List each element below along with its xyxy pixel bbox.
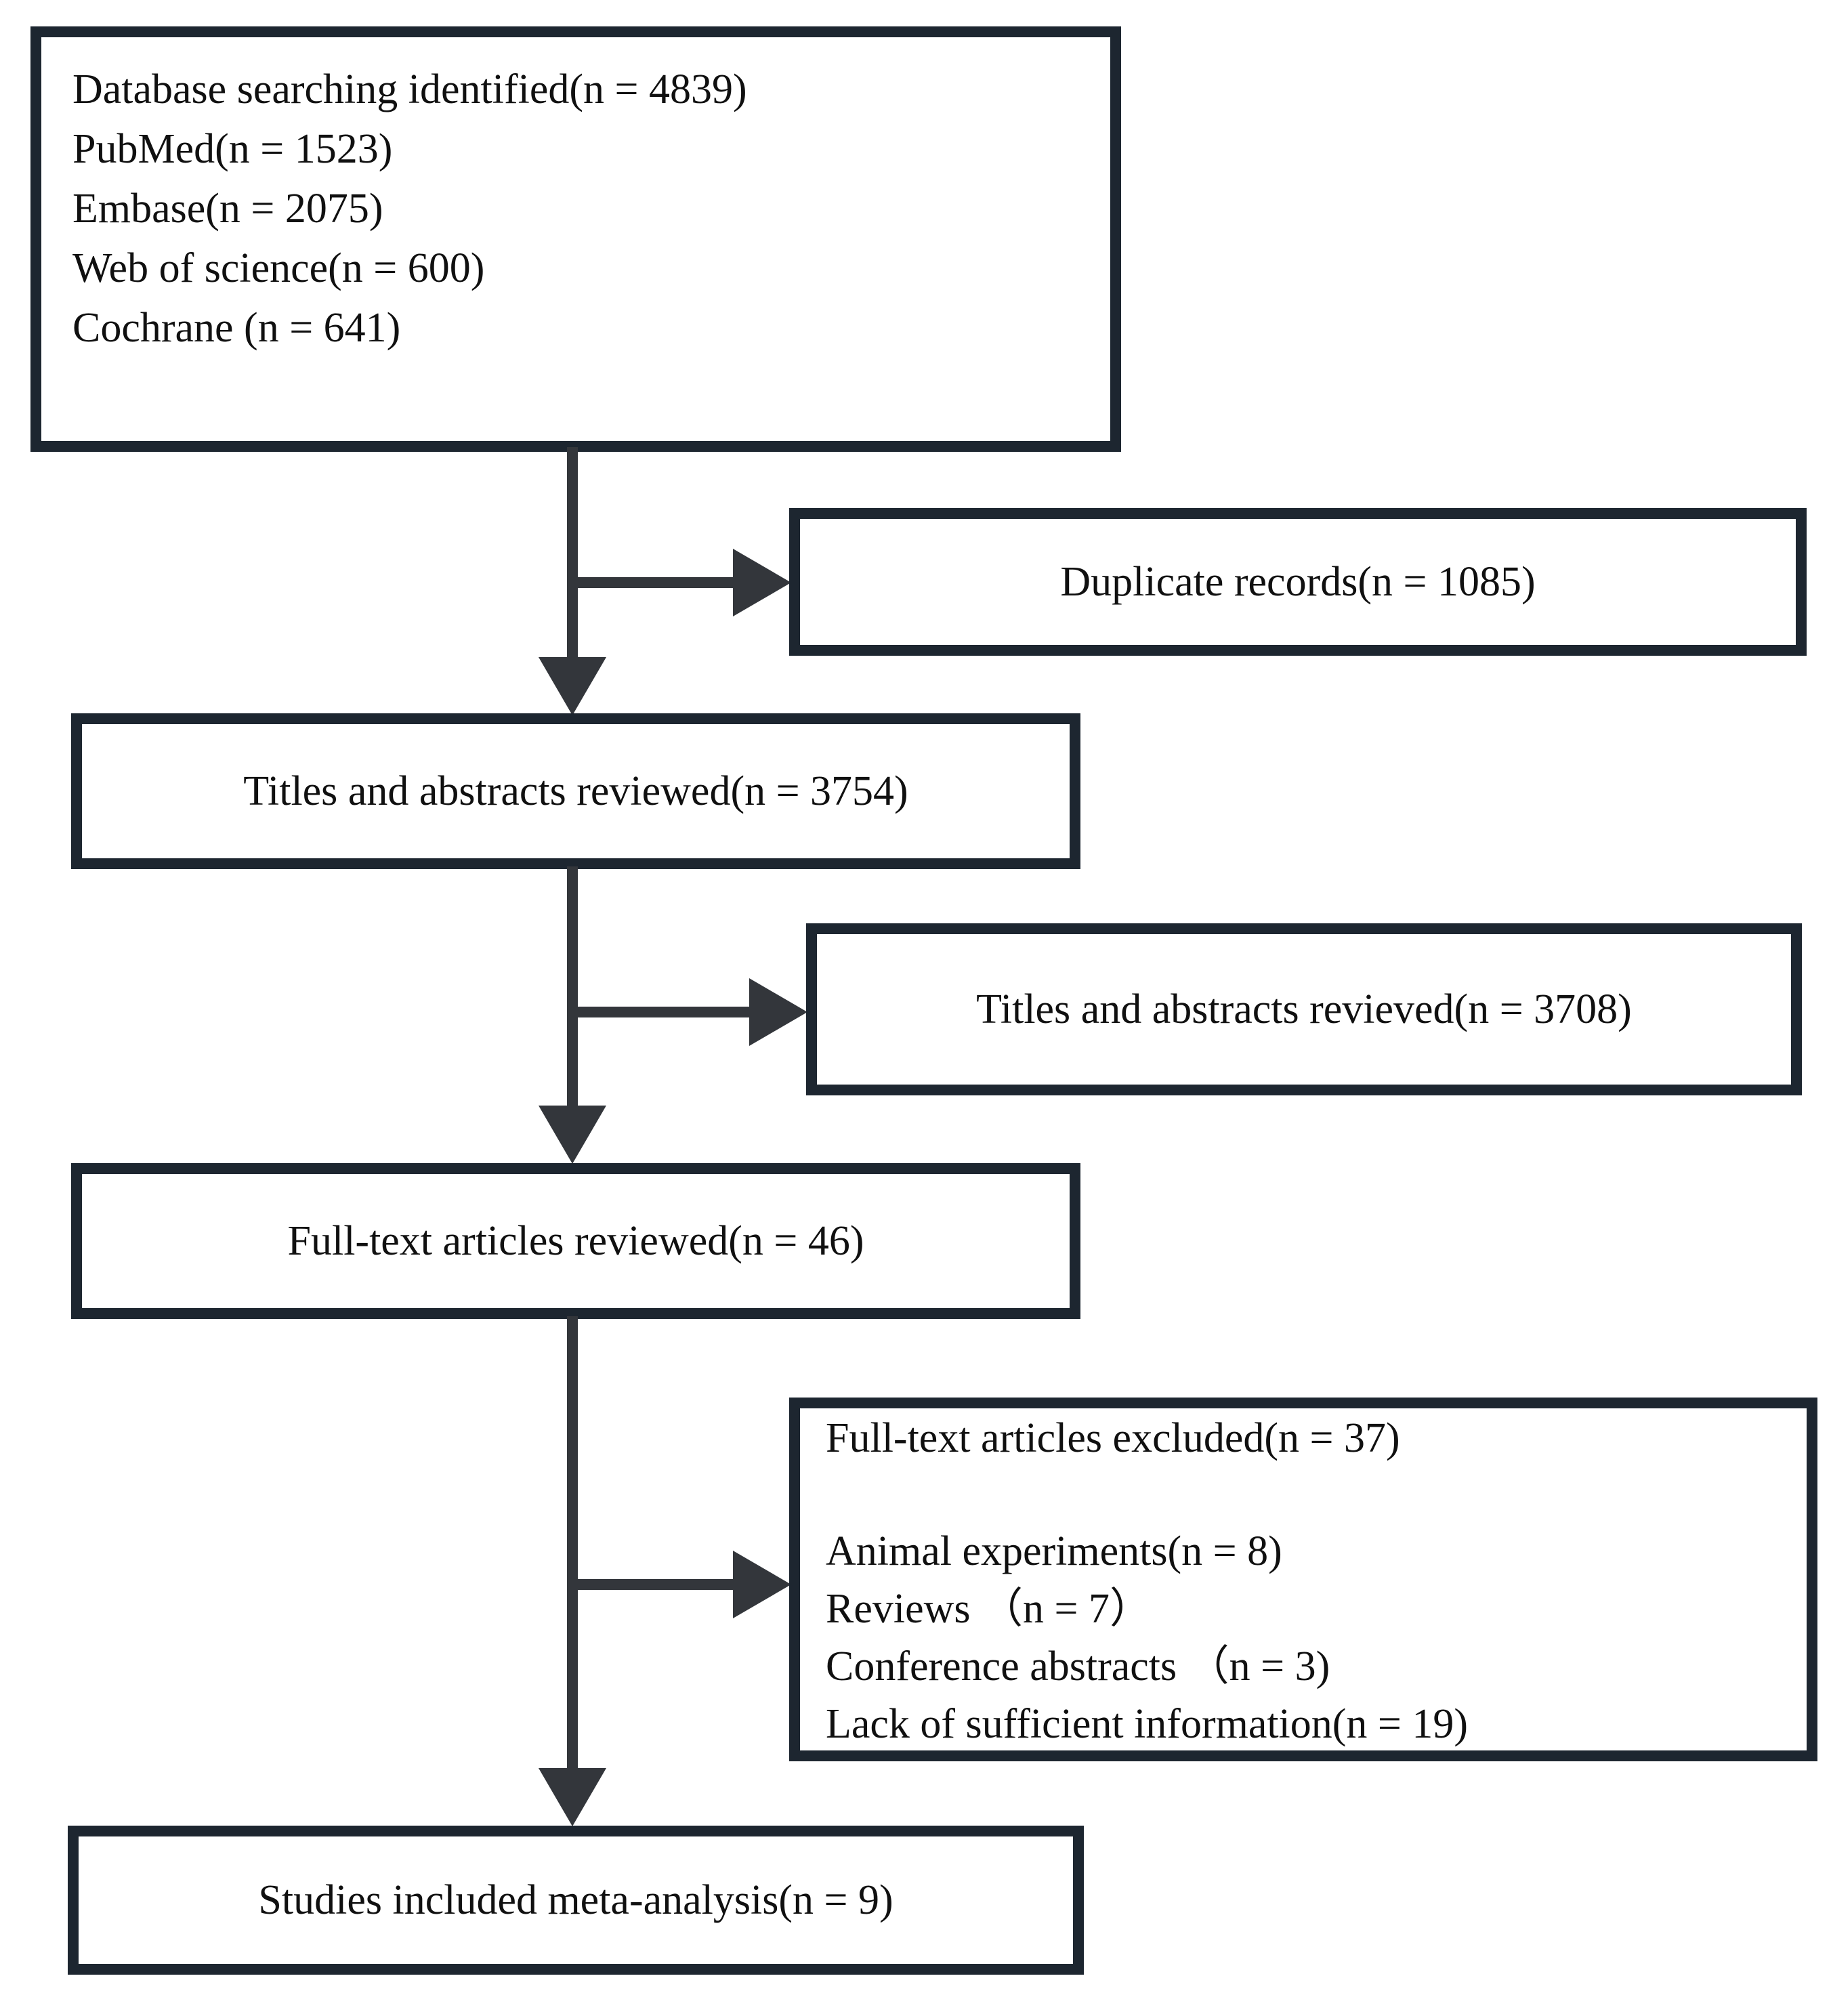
included-box: Studies included meta-analysis(n = 9) — [68, 1826, 1084, 1975]
identification-line: Cochrane (n = 641) — [72, 305, 401, 351]
identification-line: Web of science(n = 600) — [72, 245, 485, 291]
exclusion-reason: Conference abstracts （n = 3) — [826, 1643, 1330, 1689]
duplicate-records-box: Duplicate records(n = 1085) — [789, 508, 1807, 656]
fulltext-reviewed-label: Full-text articles reviewed(n = 46) — [287, 1217, 864, 1264]
connector-identification-to-titles — [567, 447, 578, 663]
connector-to-titles-excluded — [567, 1007, 754, 1017]
fulltext-excluded-heading: Full-text articles excluded(n = 37) — [826, 1415, 1400, 1461]
titles-excluded-label: Titles and abstracts revieved(n = 3708) — [976, 986, 1632, 1032]
identification-line: Database searching identified(n = 4839) — [72, 66, 747, 112]
arrow-right-icon — [733, 549, 791, 616]
titles-reviewed-box: Titles and abstracts reviewed(n = 3754) — [71, 713, 1080, 869]
arrow-right-icon — [733, 1551, 791, 1618]
duplicate-records-label: Duplicate records(n = 1085) — [1060, 558, 1536, 605]
connector-to-duplicate-records — [567, 577, 735, 588]
titles-excluded-box: Titles and abstracts revieved(n = 3708) — [806, 923, 1802, 1095]
fulltext-reviewed-box: Full-text articles reviewed(n = 46) — [71, 1163, 1080, 1319]
exclusion-reason: Reviews （n = 7） — [826, 1586, 1152, 1632]
fulltext-excluded-box: Full-text articles excluded(n = 37) Anim… — [789, 1398, 1817, 1761]
exclusion-reason: Animal experiments(n = 8) — [826, 1528, 1282, 1574]
connector-titles-to-fulltext — [567, 866, 578, 1109]
arrow-down-icon — [539, 657, 606, 715]
arrow-right-icon — [749, 978, 807, 1046]
fulltext-excluded-reasons: Animal experiments(n = 8) Reviews （n = 7… — [826, 1523, 1790, 1753]
identification-line: PubMed(n = 1523) — [72, 126, 393, 172]
connector-to-fulltext-excluded — [567, 1579, 735, 1590]
connector-fulltext-to-included — [567, 1316, 578, 1771]
identification-line: Embase(n = 2075) — [72, 186, 383, 232]
exclusion-reason: Lack of sufficient information(n = 19) — [826, 1701, 1469, 1747]
arrow-down-icon — [539, 1106, 606, 1164]
identification-box: Database searching identified(n = 4839) … — [30, 26, 1121, 452]
arrow-down-icon — [539, 1768, 606, 1826]
titles-reviewed-label: Titles and abstracts reviewed(n = 3754) — [243, 768, 908, 814]
included-label: Studies included meta-analysis(n = 9) — [258, 1876, 893, 1923]
